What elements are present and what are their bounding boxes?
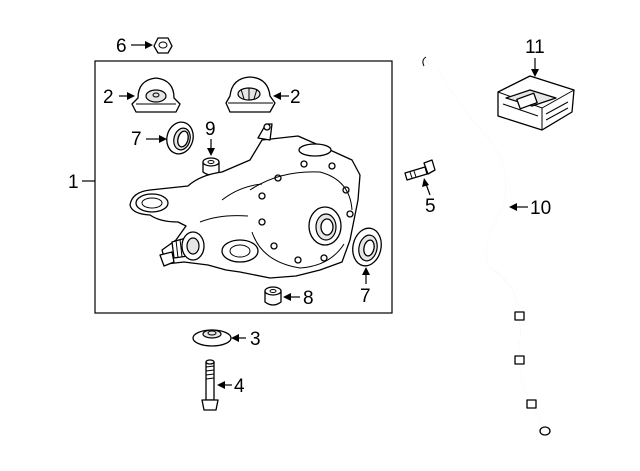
callout-3-label: 3 bbox=[250, 329, 261, 350]
callout-5-label: 5 bbox=[425, 196, 436, 217]
callout-2-arrow-left bbox=[127, 92, 135, 100]
part-9-bushing bbox=[202, 157, 220, 176]
callout-8-label: 8 bbox=[303, 288, 314, 309]
part-10-vent-tube bbox=[422, 56, 551, 436]
callout-6-arrow bbox=[145, 41, 153, 49]
callout-3-arrow bbox=[231, 334, 239, 342]
part-6-nut bbox=[153, 37, 173, 54]
assembly-frame bbox=[94, 60, 393, 314]
callout-1-label: 1 bbox=[68, 172, 79, 193]
part-7-seal-right bbox=[352, 227, 382, 267]
part-4-bolt bbox=[201, 359, 219, 411]
callout-10-label: 10 bbox=[530, 198, 551, 219]
callout-7-label-left: 7 bbox=[131, 129, 142, 150]
callout-7-arrow-left bbox=[159, 135, 167, 143]
callout-7-label-right: 7 bbox=[360, 286, 371, 307]
part-7-seal-left bbox=[166, 121, 194, 155]
part-3-washer bbox=[192, 329, 232, 347]
callout-2-label-left: 2 bbox=[103, 87, 114, 108]
callout-5-leader bbox=[425, 183, 431, 196]
callout-10-arrow bbox=[509, 203, 517, 211]
part-1-differential-housing bbox=[129, 123, 361, 279]
part-8-bushing bbox=[264, 286, 282, 306]
callout-7-arrow-right bbox=[362, 267, 370, 275]
callout-11-arrow bbox=[531, 69, 539, 77]
callout-4-label: 4 bbox=[234, 376, 245, 397]
part-11-control-module bbox=[497, 75, 575, 131]
callout-11-label: 11 bbox=[525, 37, 545, 58]
callout-9-label: 9 bbox=[205, 119, 216, 140]
callout-2-arrow-right bbox=[273, 92, 281, 100]
callout-9-arrow bbox=[207, 148, 215, 156]
callout-4-arrow bbox=[217, 381, 225, 389]
callout-5-arrow bbox=[422, 178, 429, 187]
part-2-mount-right bbox=[225, 76, 276, 113]
part-5-bolt bbox=[404, 159, 436, 181]
part-2-mount-left bbox=[131, 77, 181, 113]
callout-2-label-right: 2 bbox=[290, 87, 301, 108]
callout-8-arrow bbox=[283, 293, 291, 301]
callout-6-label: 6 bbox=[116, 36, 127, 57]
